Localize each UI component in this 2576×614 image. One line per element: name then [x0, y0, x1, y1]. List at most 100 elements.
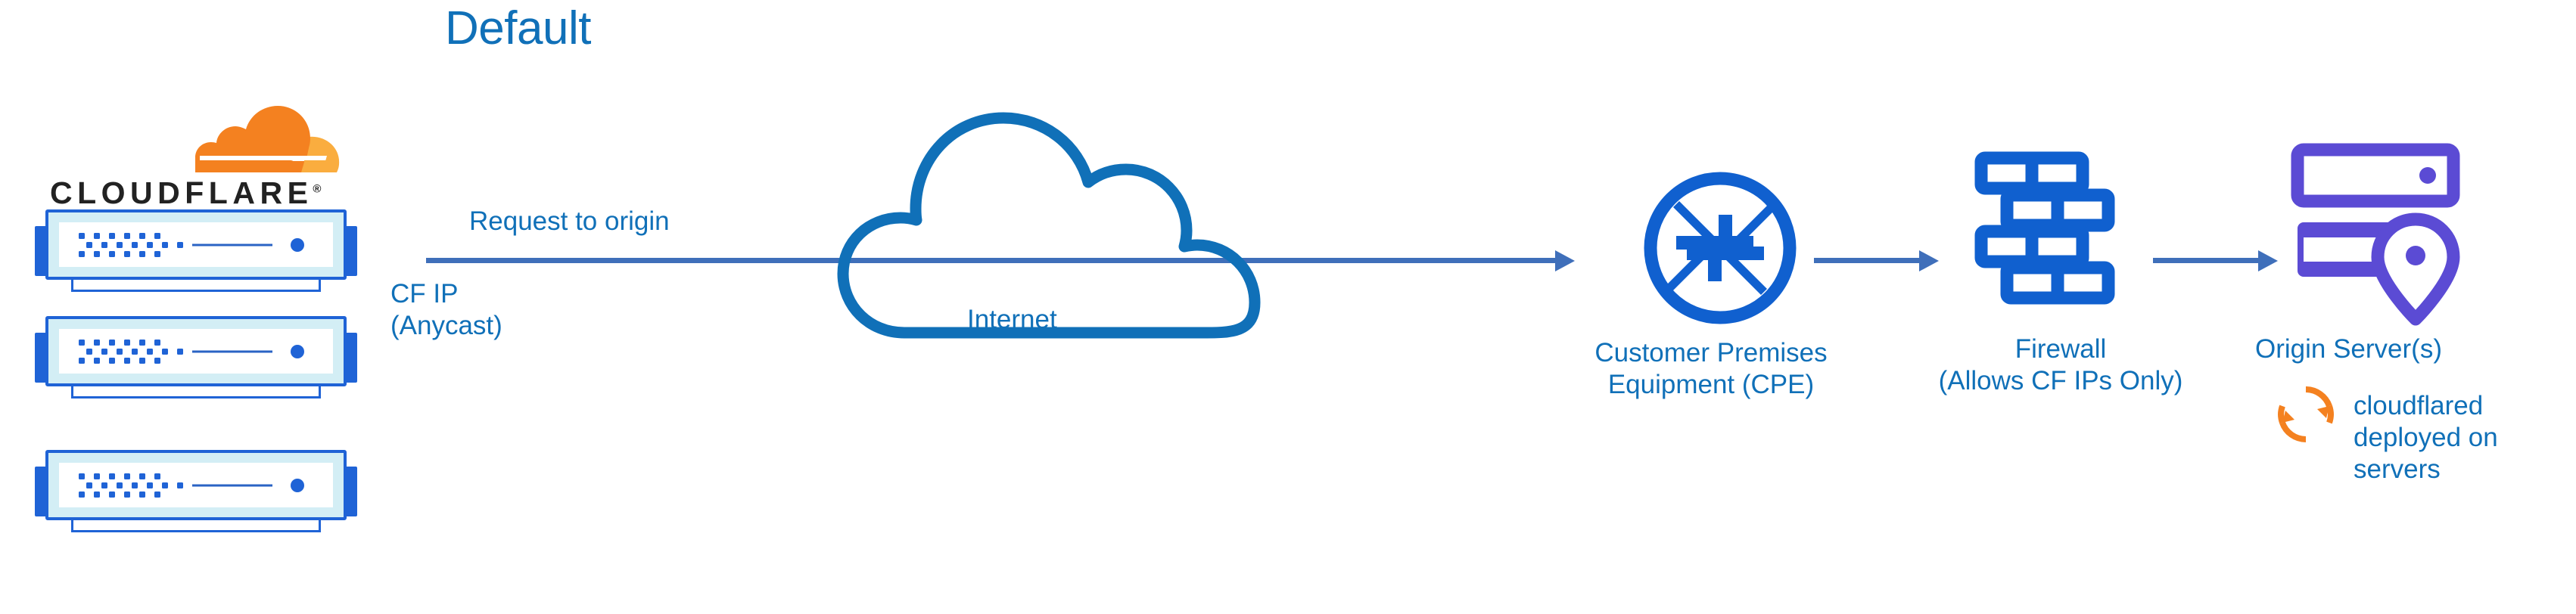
server-port-dot [124, 491, 130, 498]
server-port-dot [101, 482, 107, 488]
server-port-dot [94, 357, 100, 364]
server-port-dot [117, 482, 123, 488]
cf-ip-label: CF IP (Anycast) [390, 279, 502, 340]
server-shelf [71, 520, 321, 532]
server-port-dot [177, 482, 183, 488]
server-port-dot [86, 348, 92, 355]
cloudflare-cloud-icon [185, 106, 344, 172]
server-port-dot [139, 491, 145, 498]
server-port-dot [79, 232, 85, 239]
server-port-dot [147, 482, 153, 488]
server-indicator-line [192, 243, 272, 246]
server-front-panel [59, 463, 333, 507]
server-port-dot [154, 473, 160, 479]
server-port-dot [117, 241, 123, 248]
cloudflare-server-device [35, 316, 357, 399]
page-title: Default [445, 2, 591, 54]
server-led-indicator [291, 344, 304, 358]
server-port-dot [124, 473, 130, 479]
server-body [45, 316, 347, 386]
server-port-dot [154, 491, 160, 498]
server-led-indicator [291, 478, 304, 492]
server-port-dot [79, 339, 85, 346]
server-port-dot [147, 348, 153, 355]
arrow-edge-to-cpe-line [426, 258, 1560, 263]
server-port-dot [94, 491, 100, 498]
cloudflare-server-device [35, 209, 357, 293]
server-port-dot [154, 339, 160, 346]
cloudflare-server-device [35, 450, 357, 533]
server-port-dot [124, 339, 130, 346]
arrow-edge-to-cpe-head [1555, 250, 1575, 271]
server-port-dot [86, 482, 92, 488]
server-shelf [71, 386, 321, 398]
registered-mark: ® [313, 182, 322, 196]
server-port-dot [124, 250, 130, 257]
server-port-dot [124, 357, 130, 364]
server-port-dot [109, 473, 115, 479]
server-port-dot [109, 232, 115, 239]
server-port-dot [109, 357, 115, 364]
sync-arrows-icon [2273, 382, 2338, 447]
internet-label: Internet [967, 305, 1057, 334]
server-port-dot [139, 473, 145, 479]
server-port-dot [132, 482, 138, 488]
server-port-dot [139, 339, 145, 346]
server-port-dot [154, 250, 160, 257]
server-port-dot [79, 473, 85, 479]
server-port-dot [94, 250, 100, 257]
server-front-panel [59, 329, 333, 374]
server-port-dot [94, 232, 100, 239]
request-to-origin-label: Request to origin [469, 206, 670, 236]
arrow-cpe-to-firewall-line [1814, 258, 1921, 263]
server-port-dot [101, 241, 107, 248]
server-port-dot [147, 241, 153, 248]
firewall-label: Firewall (Allows CF IPs Only) [1938, 334, 2183, 395]
server-front-panel [59, 222, 333, 267]
server-port-dot [132, 241, 138, 248]
server-port-dot [79, 491, 85, 498]
cloudflare-wordmark: CLOUDFLARE® [50, 175, 321, 211]
server-port-dot [139, 232, 145, 239]
server-port-dot [79, 250, 85, 257]
server-body [45, 450, 347, 520]
server-indicator-line [192, 350, 272, 352]
server-indicator-line [192, 484, 272, 486]
server-port-dot [79, 357, 85, 364]
server-port-dot [94, 473, 100, 479]
server-port-dot [162, 241, 168, 248]
server-port-dots [79, 232, 183, 257]
arrow-cpe-to-firewall-head [1919, 250, 1939, 271]
server-port-dot [139, 357, 145, 364]
server-led-indicator [291, 237, 304, 252]
server-port-dot [177, 348, 183, 355]
arrow-firewall-to-origin-line [2153, 258, 2260, 263]
arrow-firewall-to-origin-head [2258, 250, 2278, 271]
server-port-dot [101, 348, 107, 355]
cloudflared-label: cloudflared deployed on servers [2354, 391, 2498, 484]
server-port-dot [132, 348, 138, 355]
server-port-dot [124, 232, 130, 239]
server-port-dot [177, 241, 183, 248]
server-port-dots [79, 339, 183, 364]
origin-server-label: Origin Server(s) [2255, 334, 2442, 364]
server-shelf [71, 280, 321, 292]
server-port-dots [79, 473, 183, 498]
server-port-dot [162, 482, 168, 488]
server-port-dot [109, 491, 115, 498]
cloudflare-logo: CLOUDFLARE® [44, 106, 362, 210]
server-location-pin-icon [2290, 143, 2478, 326]
server-port-dot [117, 348, 123, 355]
server-port-dot [86, 241, 92, 248]
server-port-dot [154, 357, 160, 364]
server-port-dot [139, 250, 145, 257]
server-port-dot [162, 348, 168, 355]
server-body [45, 209, 347, 280]
server-port-dot [109, 250, 115, 257]
server-port-dot [154, 232, 160, 239]
brick-wall-icon [1974, 151, 2128, 305]
wordmark-text: CLOUDFLARE [50, 175, 313, 210]
server-port-dot [94, 339, 100, 346]
server-port-dot [109, 339, 115, 346]
